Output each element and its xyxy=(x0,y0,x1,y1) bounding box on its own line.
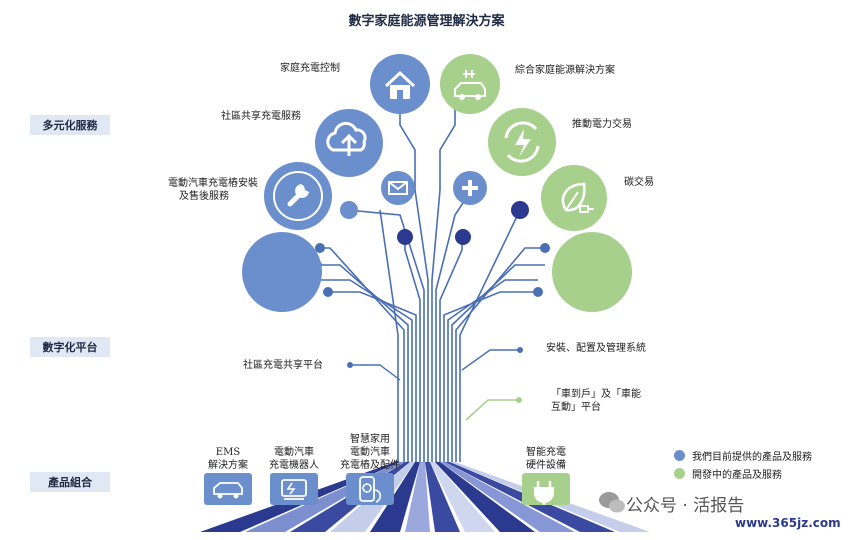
ems-solution-icon xyxy=(204,473,252,505)
legend-dot-green xyxy=(674,468,685,479)
label-ev-charger-install: 電動汽車充電樁安裝 及售後服務 xyxy=(150,177,258,203)
home-charger-icon xyxy=(346,473,394,505)
label-ev-charger-install-line1: 電動汽車充電樁安裝 xyxy=(168,178,258,189)
legend-current: 我們目前提供的產品及服務 xyxy=(674,448,812,463)
label-hardware-line1: 智能充電 xyxy=(526,447,566,458)
wechat-icon xyxy=(599,492,625,513)
ev-car-plug-icon xyxy=(440,54,500,114)
label-robot-line2: 充電機器人 xyxy=(269,460,319,471)
label-smart-hardware: 智能充電 硬件設備 xyxy=(516,446,576,472)
legend-label-developing: 開發中的產品及服務 xyxy=(692,470,782,481)
large-blue-circle xyxy=(242,232,322,312)
mail-icon xyxy=(381,171,415,205)
tag-product-portfolio: 產品組合 xyxy=(30,472,110,492)
large-green-circle xyxy=(552,232,632,312)
label-ems-line2: 解決方案 xyxy=(208,460,248,471)
tag-diversified-services: 多元化服務 xyxy=(30,115,110,135)
plus-icon xyxy=(453,171,487,205)
hardware-plug-icon xyxy=(522,473,570,505)
label-integrated-home-energy: 綜合家庭能源解決方案 xyxy=(515,65,615,76)
leaf-plug-icon xyxy=(541,165,607,231)
house-icon xyxy=(370,54,430,114)
label-ems-line1: EMS xyxy=(215,447,241,458)
watermark-line2: www.365jz.com xyxy=(735,516,841,530)
legend-label-current: 我們目前提供的產品及服務 xyxy=(692,452,812,463)
label-install-config-system: 安裝、配置及管理系統 xyxy=(546,343,646,354)
tag-digital-platform: 數字化平台 xyxy=(30,337,110,357)
label-smart-home-line1: 智慧家用 xyxy=(350,434,390,445)
label-carbon-trading: 碳交易 xyxy=(624,177,654,188)
label-smart-home-line2: 電動汽車 xyxy=(350,447,390,458)
watermark-line1: 公众号 · 活报告 xyxy=(626,496,745,516)
label-community-sharing-platform: 社區充電共享平台 xyxy=(243,360,323,371)
label-car-to-home-line2: 互動」平台 xyxy=(551,402,601,413)
label-smart-home-line3: 充電樁及配件 xyxy=(340,460,400,471)
label-car-to-home-platform: 「車到戶」及「車能 互動」平台 xyxy=(551,388,641,414)
label-robot-line1: 電動汽車 xyxy=(274,447,314,458)
cloud-upload-icon xyxy=(315,109,383,177)
branch-connectors xyxy=(350,349,520,381)
label-power-trading: 推動電力交易 xyxy=(572,119,632,130)
label-hardware-line2: 硬件設備 xyxy=(526,460,566,471)
charging-robot-icon xyxy=(270,473,318,505)
refresh-lightning-icon xyxy=(488,108,556,176)
legend-developing: 開發中的產品及服務 xyxy=(674,466,782,481)
label-ems-solution: EMS 解決方案 xyxy=(198,446,258,472)
label-charging-robot: 電動汽車 充電機器人 xyxy=(264,446,324,472)
label-community-sharing-service: 社區共享充電服務 xyxy=(221,111,301,122)
page-title: 數字家庭能源管理解決方案 xyxy=(348,14,505,29)
wrench-icon xyxy=(264,162,332,230)
trunk-lines xyxy=(315,105,545,462)
base-fan xyxy=(200,462,650,532)
label-ev-charger-install-line2: 及售後服務 xyxy=(179,191,229,202)
legend-dot-blue xyxy=(674,450,685,461)
label-smart-home-charger: 智慧家用 電動汽車 充電樁及配件 xyxy=(330,433,410,472)
label-home-charging-control: 家庭充電控制 xyxy=(280,63,340,74)
label-car-to-home-line1: 「車到戶」及「車能 xyxy=(551,389,641,400)
green-branch xyxy=(465,399,518,421)
